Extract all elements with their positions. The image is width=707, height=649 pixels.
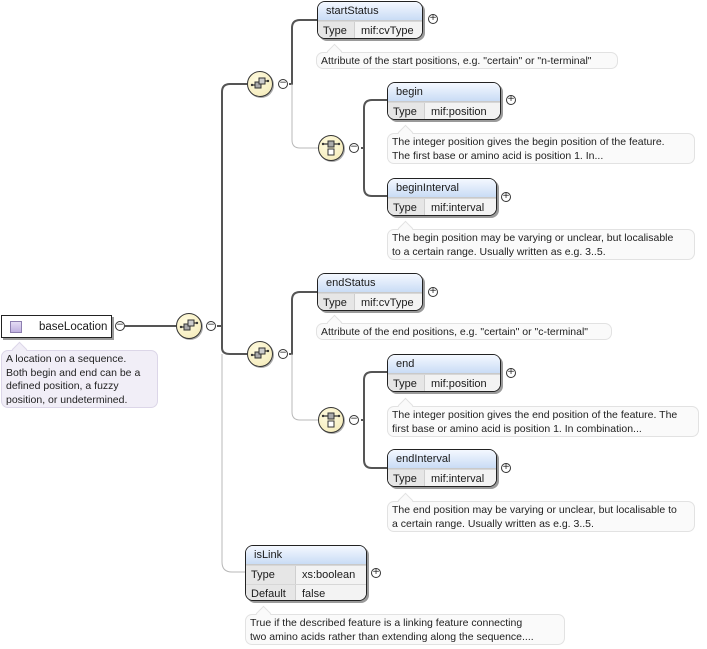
row-value: xs:boolean [296,566,366,584]
wire-main-to-end [221,326,247,355]
wire-start-to-choice [291,84,318,149]
type-row: Type mif:interval [388,198,496,215]
choice-compositor-start[interactable] [318,135,344,161]
element-name: begin [388,83,500,102]
endinterval-documentation: The end position may be varying or uncle… [387,501,695,532]
type-row: Type xs:boolean [246,565,366,584]
main-compositor-collapse-toggle[interactable]: − [206,320,216,331]
element-end[interactable]: end Type mif:position [387,354,501,392]
type-row: Type mif:position [388,102,500,119]
begin-documentation: The integer position gives the begin pos… [387,133,695,164]
element-islink[interactable]: isLink Type xs:boolean Default false [245,545,367,601]
choice-icon [321,140,341,156]
type-row: Type mif:position [388,374,500,391]
element-endstatus[interactable]: endStatus Type mif:cvType [317,273,423,311]
islink-documentation: True if the described feature is a linki… [245,614,565,645]
end-expand-toggle[interactable]: + [506,367,516,378]
end-documentation: The integer position gives the end posit… [387,406,699,437]
type-row: Type mif:cvType [318,21,422,38]
sequence-icon [179,319,199,331]
begininterval-expand-toggle[interactable]: + [501,191,511,202]
row-key: Default [246,585,296,600]
wire-end-to-status [289,291,318,355]
element-name: endInterval [388,450,496,469]
element-name: endStatus [318,274,422,293]
begin-expand-toggle[interactable]: + [506,94,516,105]
root-documentation: A location on a sequence. Both begin and… [1,350,158,408]
row-key: Type [388,199,425,215]
row-value: mif:position [425,103,500,119]
row-value: mif:interval [425,470,496,486]
complex-type-icon [10,320,22,333]
element-name: beginInterval [388,179,496,198]
wire-end-to-choice [291,354,318,421]
sequence-compositor-end[interactable] [247,341,273,367]
wire-endchoice-to-endinterval [363,420,388,469]
endinterval-expand-toggle[interactable]: + [501,462,511,473]
startstatus-expand-toggle[interactable]: + [428,13,438,24]
element-startstatus[interactable]: startStatus Type mif:cvType [317,1,423,39]
wire-main-to-islink [221,354,247,573]
row-key: Type [388,470,425,486]
startstatus-documentation: Attribute of the start positions, e.g. "… [316,52,618,69]
wire-startchoice-to-begininterval [363,148,388,197]
wire-endchoice-to-end [361,371,388,421]
element-name: isLink [246,546,366,565]
row-key: Type [318,294,355,310]
row-key: Type [388,103,425,119]
choice-compositor-end[interactable] [318,407,344,433]
choice-icon [321,412,341,428]
wire-startchoice-to-begin [361,99,388,149]
wire-main-to-start [221,83,247,326]
row-value: mif:position [425,375,500,391]
sequence-compositor-main[interactable] [176,313,202,339]
row-key: Type [318,22,355,38]
element-name: startStatus [318,2,422,21]
root-element-label: baseLocation [39,320,108,333]
row-value: mif:cvType [355,22,422,38]
row-key: Type [246,566,296,584]
element-begininterval[interactable]: beginInterval Type mif:interval [387,178,497,216]
root-collapse-toggle[interactable]: − [115,320,125,331]
sequence-icon [250,77,270,89]
start-choice-collapse-toggle[interactable]: − [349,142,359,153]
row-value: mif:interval [425,199,496,215]
row-value: false [296,585,366,600]
element-endinterval[interactable]: endInterval Type mif:interval [387,449,497,487]
type-row: Type mif:cvType [318,293,422,310]
root-element-baselocation[interactable]: baseLocation [1,315,112,338]
row-key: Type [388,375,425,391]
endstatus-documentation: Attribute of the end positions, e.g. "ce… [316,323,612,340]
start-compositor-collapse-toggle[interactable]: − [278,78,288,89]
endstatus-expand-toggle[interactable]: + [428,286,438,297]
sequence-icon [250,347,270,359]
wire-start-to-status [289,19,318,85]
end-choice-collapse-toggle[interactable]: − [349,414,359,425]
default-row: Default false [246,584,366,600]
begininterval-documentation: The begin position may be varying or unc… [387,229,695,260]
element-name: end [388,355,500,374]
type-row: Type mif:interval [388,469,496,486]
sequence-compositor-start[interactable] [247,71,273,97]
end-compositor-collapse-toggle[interactable]: − [278,348,288,359]
islink-expand-toggle[interactable]: + [371,567,381,578]
element-begin[interactable]: begin Type mif:position [387,82,501,120]
row-value: mif:cvType [355,294,422,310]
